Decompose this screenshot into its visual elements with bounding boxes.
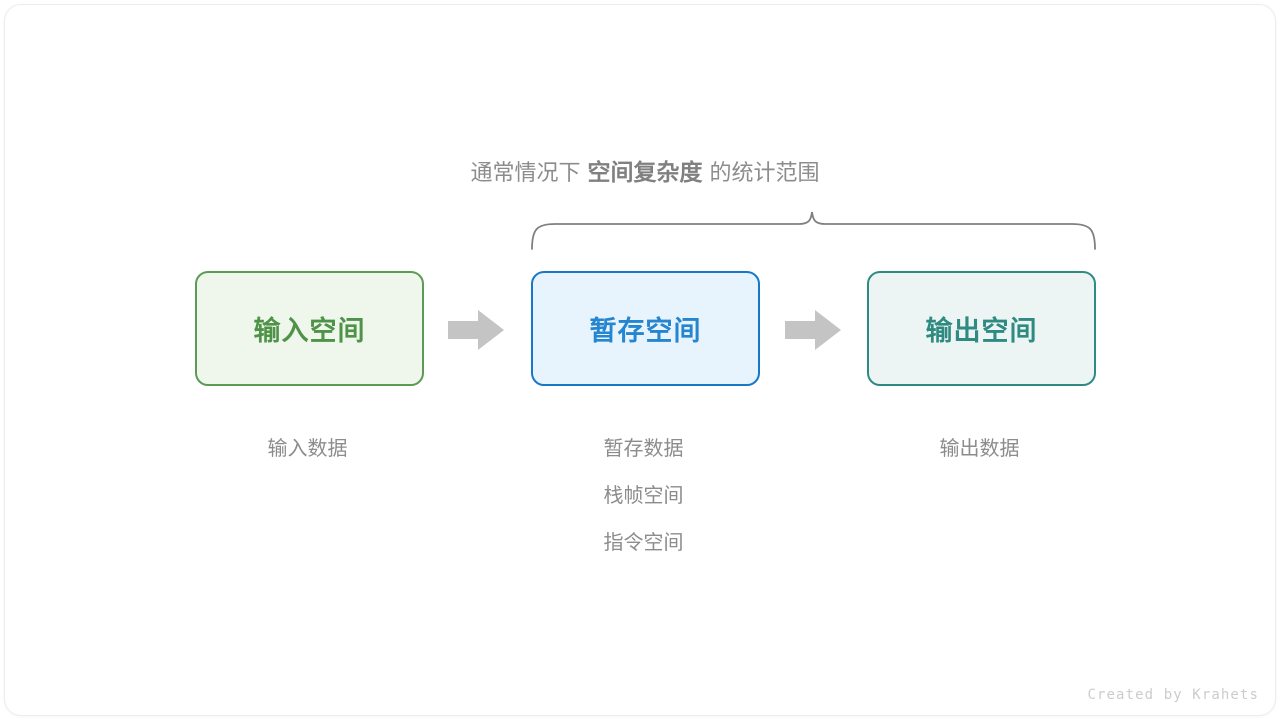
- box-temp-space-label: 暂存空间: [589, 316, 702, 346]
- caption-prefix: 通常情况下: [470, 160, 581, 185]
- diagram-card: 通常情况下空间复杂度的统计范围 输入空间 暂存空间: [5, 5, 1275, 715]
- sublabel-item: 栈帧空间: [603, 485, 684, 507]
- diagram-canvas: 通常情况下空间复杂度的统计范围 输入空间 暂存空间: [5, 5, 1275, 715]
- box-input-space[interactable]: 输入空间: [195, 271, 424, 386]
- temp-space-sublabels: 暂存数据 栈帧空间 指令空间: [529, 426, 758, 567]
- sublabel-item: 输出数据: [939, 438, 1020, 460]
- input-space-sublabels: 输入数据: [193, 426, 422, 473]
- box-output-space-label: 输出空间: [925, 316, 1038, 346]
- sublabel-item: 输入数据: [267, 438, 348, 460]
- range-brace: [523, 203, 1103, 259]
- arrow-right-icon: [783, 308, 843, 352]
- box-temp-space[interactable]: 暂存空间: [531, 271, 760, 386]
- arrow-right-icon: [446, 308, 506, 352]
- caption-emphasis: 空间复杂度: [587, 159, 703, 185]
- box-output-space[interactable]: 输出空间: [867, 271, 1096, 386]
- output-space-sublabels: 输出数据: [865, 426, 1094, 473]
- sublabel-item: 指令空间: [603, 532, 684, 554]
- caption-suffix: 的统计范围: [709, 160, 820, 185]
- box-input-space-label: 输入空间: [253, 316, 366, 346]
- sublabel-item: 暂存数据: [603, 438, 684, 460]
- diagram-caption: 通常情况下空间复杂度的统计范围: [5, 154, 1275, 191]
- watermark-credit: Created by Krahets: [1087, 687, 1259, 703]
